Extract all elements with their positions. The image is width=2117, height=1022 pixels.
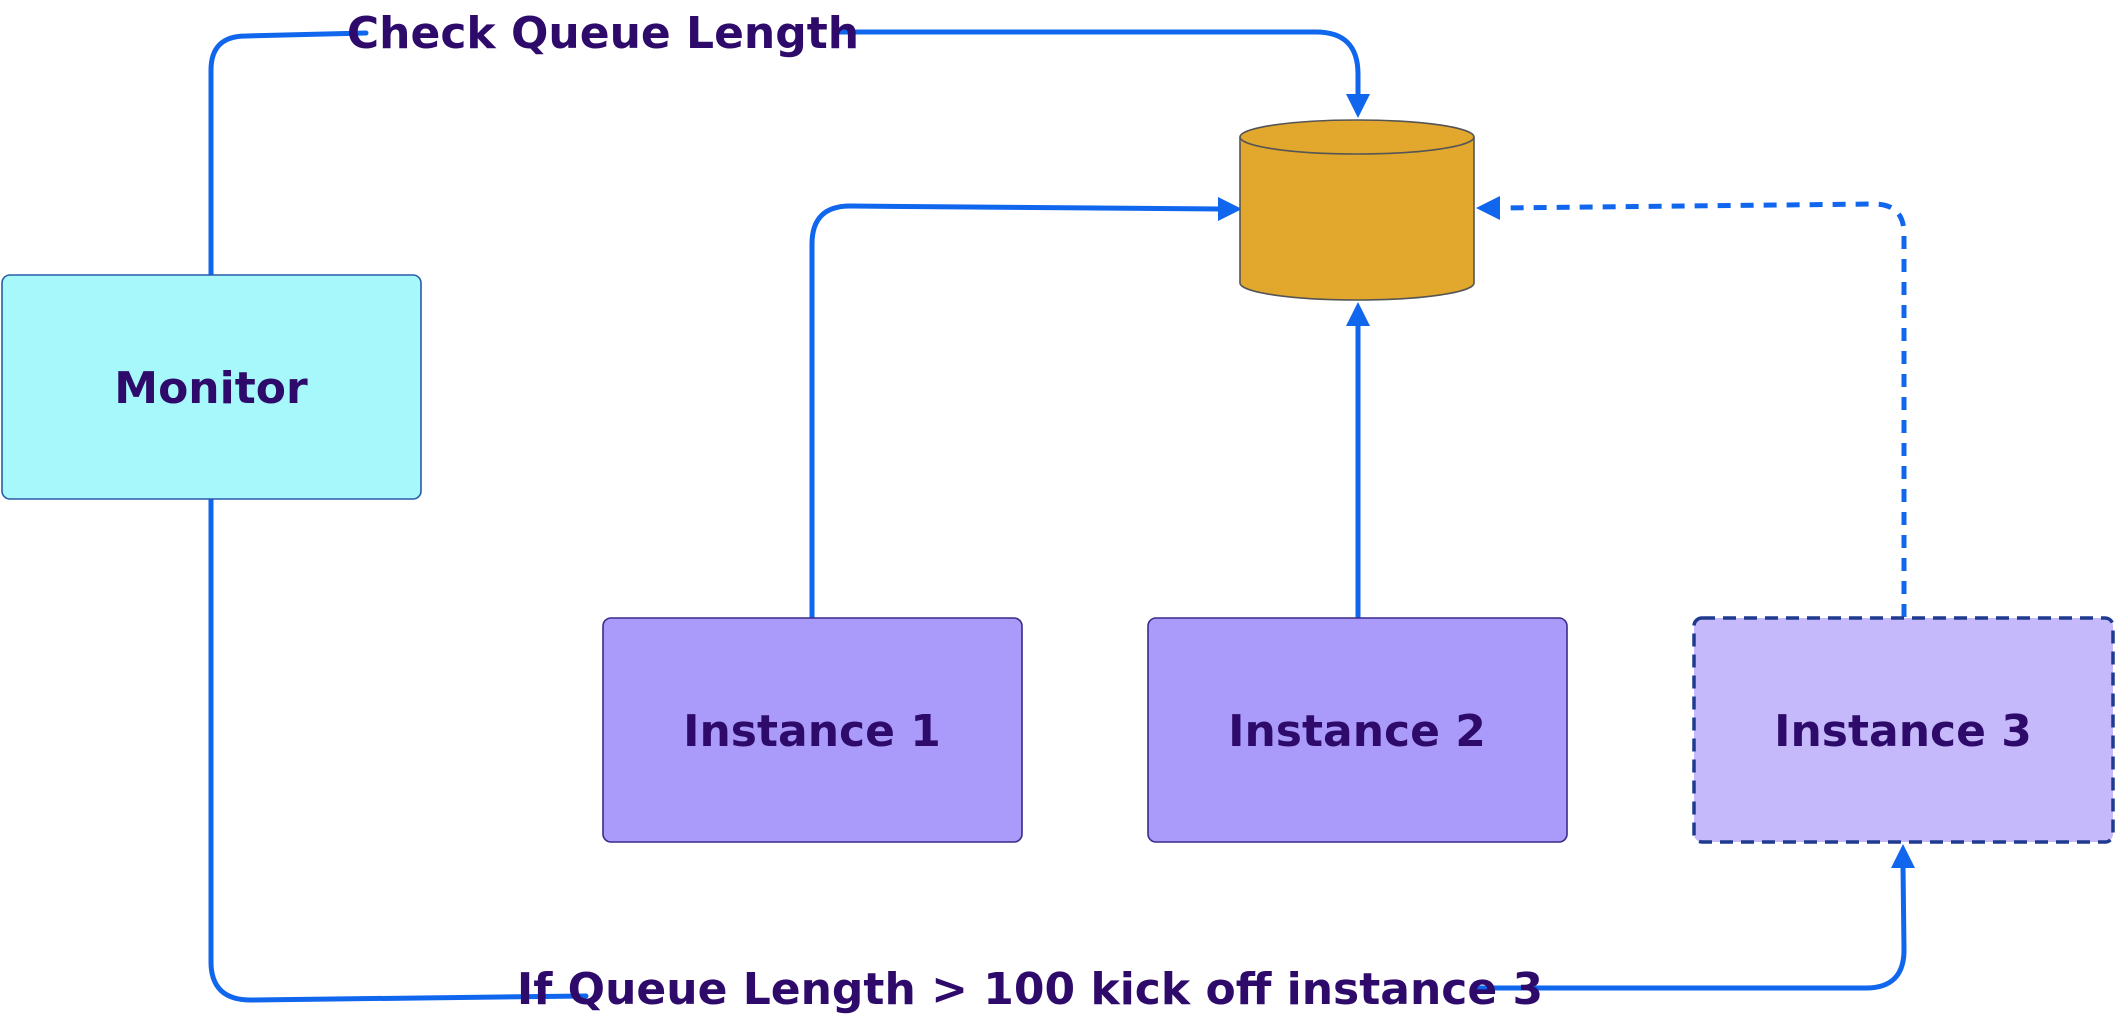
arrowhead-into-queue-top [1346,94,1370,118]
connector-monitor-to-instance-3 [208,497,589,1003]
instance-2-box [1147,617,1568,843]
connector-monitor-to-queue-tail [837,29,1361,99]
edge-scale-out: If Queue Length > 100 kick off instance … [208,497,1915,1015]
monitor-label: Monitor [114,363,308,414]
monitor-node[interactable]: Monitor [1,274,422,500]
edge-instance-3-to-queue [1476,196,1907,617]
connector-monitor-to-instance-3-tail [1473,863,1907,991]
instance-1-node[interactable]: Instance 1 [602,617,1023,843]
edge-instance-1-to-queue [809,197,1242,622]
edge-label-scale-out: If Queue Length > 100 kick off instance … [517,964,1543,1015]
queue-cylinder-body [1239,137,1475,301]
edge-check-queue-length: Check Queue Length [208,8,1370,277]
arrowhead-into-queue-bottom [1346,302,1370,326]
arrowhead-into-queue-left [1218,197,1242,221]
connector-monitor-to-queue [208,30,369,277]
instance-3-box [1692,616,2115,844]
edge-label-check-queue-length: Check Queue Length [347,8,859,59]
arrowhead-into-instance-3 [1891,844,1915,868]
connector-instance-3-to-queue [1501,201,1907,617]
instance-2-node[interactable]: Instance 2 [1147,617,1568,843]
instance-1-label: Instance 1 [683,706,941,757]
connector-instance-1-to-queue [809,203,1225,622]
monitor-box [1,274,422,500]
queue-cylinder-top [1239,119,1475,155]
edge-instance-2-to-queue [1346,302,1370,622]
instance-3-node[interactable]: Instance 3 [1692,616,2115,844]
instance-1-box [602,617,1023,843]
instance-3-label: Instance 3 [1774,706,2032,757]
queue-node[interactable] [1239,119,1475,301]
instance-2-label: Instance 2 [1228,706,1486,757]
arrowhead-into-queue-right [1476,196,1500,220]
